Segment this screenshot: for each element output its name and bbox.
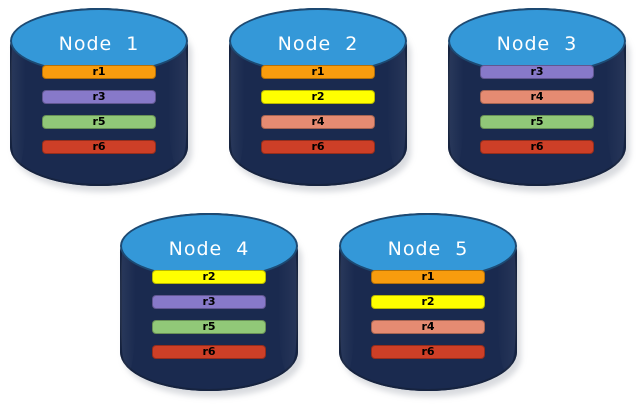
replica-bar[interactable]: r6 <box>152 345 266 359</box>
replica-bar[interactable]: r5 <box>152 320 266 334</box>
cylinder-top-ellipse <box>339 213 517 279</box>
replica-bar[interactable]: r4 <box>480 90 594 104</box>
node-label: Node 3 <box>496 33 578 55</box>
replica-bar[interactable]: r6 <box>371 345 485 359</box>
database-node-5[interactable]: Node 5 r1 r2 r4 r6 <box>339 213 521 397</box>
replica-bar[interactable]: r1 <box>261 65 375 79</box>
replica-bar[interactable]: r6 <box>261 140 375 154</box>
replica-bar[interactable]: r4 <box>371 320 485 334</box>
cylinder-top-ellipse <box>448 8 626 74</box>
node-label: Node 2 <box>277 33 359 55</box>
replica-bar[interactable]: r6 <box>42 140 156 154</box>
replica-bar[interactable]: r1 <box>42 65 156 79</box>
replica-bar[interactable]: r3 <box>42 90 156 104</box>
replica-bar[interactable]: r6 <box>480 140 594 154</box>
node-label: Node 4 <box>168 238 250 260</box>
database-node-1[interactable]: Node 1 r1 r3 r5 r6 <box>10 8 192 192</box>
replica-list: r1 r3 r5 r6 <box>42 65 156 154</box>
replica-list: r1 r2 r4 r6 <box>261 65 375 154</box>
replica-list: r3 r4 r5 r6 <box>480 65 594 154</box>
replica-bar[interactable]: r5 <box>480 115 594 129</box>
replica-bar[interactable]: r2 <box>371 295 485 309</box>
replica-bar[interactable]: r4 <box>261 115 375 129</box>
replica-bar[interactable]: r5 <box>42 115 156 129</box>
replica-list: r2 r3 r5 r6 <box>152 270 266 359</box>
node-label: Node 1 <box>58 33 140 55</box>
replica-bar[interactable]: r2 <box>261 90 375 104</box>
cylinder-top-ellipse <box>10 8 188 74</box>
cylinder-top-ellipse <box>229 8 407 74</box>
replica-bar[interactable]: r3 <box>480 65 594 79</box>
cylinder-top-ellipse <box>120 213 298 279</box>
replica-bar[interactable]: r1 <box>371 270 485 284</box>
database-node-2[interactable]: Node 2 r1 r2 r4 r6 <box>229 8 411 192</box>
replica-bar[interactable]: r2 <box>152 270 266 284</box>
replica-bar[interactable]: r3 <box>152 295 266 309</box>
database-node-3[interactable]: Node 3 r3 r4 r5 r6 <box>448 8 630 192</box>
database-node-4[interactable]: Node 4 r2 r3 r5 r6 <box>120 213 302 397</box>
node-label: Node 5 <box>387 238 469 260</box>
replica-list: r1 r2 r4 r6 <box>371 270 485 359</box>
